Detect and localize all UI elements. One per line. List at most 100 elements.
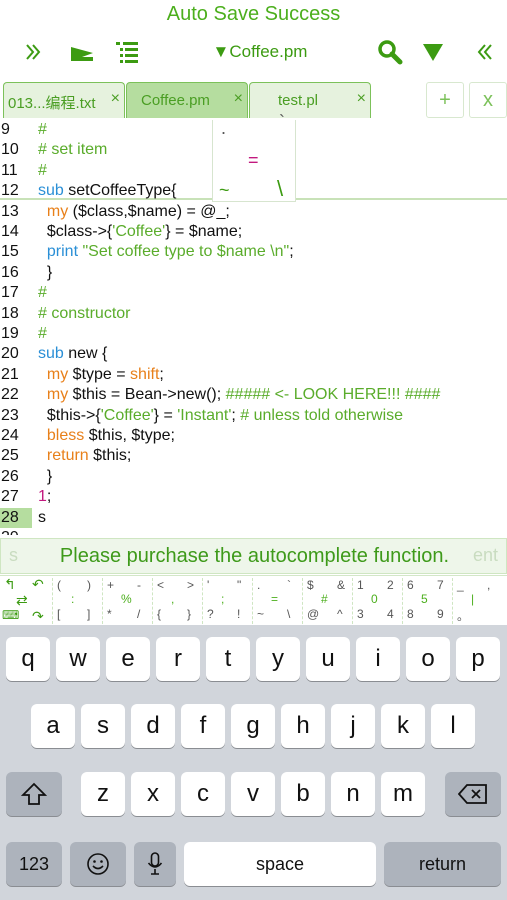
code-text[interactable]: print "Set coffee type to $name \n"; — [38, 242, 294, 262]
symbol-key[interactable]: .`=~\ — [252, 578, 300, 624]
key-v[interactable]: v — [231, 772, 275, 816]
key-s[interactable]: s — [81, 704, 125, 748]
code-text[interactable]: # — [38, 283, 47, 303]
code-line[interactable]: 24 bless $this, $type; — [0, 426, 507, 446]
code-line[interactable]: 15 print "Set coffee type to $name \n"; — [0, 242, 507, 262]
code-text[interactable]: my $this = Bean->new(); ##### <- LOOK HE… — [38, 385, 441, 405]
tab-key-icon[interactable]: ⇄ — [16, 592, 28, 608]
code-line[interactable]: 19# — [0, 324, 507, 344]
key-d[interactable]: d — [131, 704, 175, 748]
code-line[interactable]: 26 } — [0, 467, 507, 487]
popup-symbol[interactable]: \ — [277, 176, 284, 201]
symbol-key[interactable]: '";?! — [202, 578, 250, 624]
code-text[interactable]: # — [38, 324, 47, 344]
popup-symbol[interactable]: . — [221, 118, 227, 138]
microphone-icon[interactable] — [134, 842, 176, 886]
tab-coffee-pm[interactable]: Coffee.pm × — [126, 82, 248, 118]
symbol-key[interactable]: ():[] — [52, 578, 100, 624]
code-text[interactable]: $class->{'Coffee'} = $name; — [38, 222, 242, 242]
chevron-double-left-icon[interactable] — [470, 32, 500, 72]
key-q[interactable]: q — [6, 637, 50, 681]
tab-close-icon[interactable]: × — [233, 90, 243, 107]
key-h[interactable]: h — [281, 704, 325, 748]
numbers-key[interactable]: 123 — [6, 842, 62, 886]
key-t[interactable]: t — [206, 637, 250, 681]
undo-icon[interactable]: ↰ — [4, 576, 16, 592]
autocomplete-bar[interactable]: s ent Please purchase the autocomplete f… — [0, 538, 507, 574]
close-all-tabs-button[interactable]: x — [469, 82, 507, 118]
symbol-key[interactable]: +-%*/ — [102, 578, 150, 624]
space-key[interactable]: space — [184, 842, 376, 886]
code-text[interactable]: # constructor — [38, 304, 130, 324]
code-line[interactable]: 21 my $type = shift; — [0, 365, 507, 385]
code-line[interactable]: 18# constructor — [0, 304, 507, 324]
key-y[interactable]: y — [256, 637, 300, 681]
key-e[interactable]: e — [106, 637, 150, 681]
file-title-dropdown[interactable]: ▼Coffee.pm — [212, 42, 308, 61]
key-n[interactable]: n — [331, 772, 375, 816]
tab-close-icon[interactable]: × — [356, 90, 366, 107]
symbol-popup[interactable]: . ` = ~ \ — [212, 112, 296, 202]
code-line[interactable]: 17# — [0, 283, 507, 303]
play-icon[interactable] — [64, 32, 100, 72]
list-indent-icon[interactable] — [112, 32, 142, 72]
code-text[interactable]: sub setCoffeeType{ — [38, 181, 176, 201]
key-w[interactable]: w — [56, 637, 100, 681]
keyboard-icon[interactable]: ⌨ — [2, 608, 20, 622]
key-j[interactable]: j — [331, 704, 375, 748]
popup-symbol[interactable]: ~ — [219, 180, 230, 200]
popup-symbol[interactable]: = — [248, 150, 259, 170]
key-u[interactable]: u — [306, 637, 350, 681]
key-k[interactable]: k — [381, 704, 425, 748]
key-l[interactable]: l — [431, 704, 475, 748]
return-arrow-icon[interactable]: ↷ — [32, 608, 44, 624]
symbol-key[interactable]: <>,{} — [152, 578, 200, 624]
code-line[interactable]: 9# — [0, 120, 507, 140]
tab-close-icon[interactable]: × — [110, 90, 120, 107]
tab-test-pl[interactable]: test.pl × — [249, 82, 371, 118]
tab-013-txt[interactable]: 013...编程.txt × — [3, 82, 125, 118]
key-m[interactable]: m — [381, 772, 425, 816]
key-g[interactable]: g — [231, 704, 275, 748]
key-f[interactable]: f — [181, 704, 225, 748]
emoji-key[interactable] — [70, 842, 126, 886]
add-tab-button[interactable]: + — [426, 82, 464, 118]
code-text[interactable]: # — [38, 161, 47, 181]
code-line[interactable]: 14 $class->{'Coffee'} = $name; — [0, 222, 507, 242]
return-key[interactable]: return — [384, 842, 501, 886]
search-icon[interactable] — [374, 32, 406, 72]
code-line[interactable]: 23 $this->{'Coffee'} = 'Instant'; # unle… — [0, 406, 507, 426]
code-line[interactable]: 10# set item — [0, 140, 507, 160]
down-triangle-icon[interactable] — [418, 32, 448, 72]
symbol-key[interactable]: $&#@^ — [302, 578, 350, 624]
code-text[interactable]: bless $this, $type; — [38, 426, 175, 446]
key-z[interactable]: z — [81, 772, 125, 816]
delete-key[interactable] — [445, 772, 501, 816]
code-line[interactable]: 22 my $this = Bean->new(); ##### <- LOOK… — [0, 385, 507, 405]
code-text[interactable]: sub new { — [38, 344, 107, 364]
code-text[interactable]: # set item — [38, 140, 107, 160]
code-line[interactable]: 13 my ($class,$name) = @_; — [0, 202, 507, 222]
code-line[interactable]: 16 } — [0, 263, 507, 283]
key-i[interactable]: i — [356, 637, 400, 681]
key-p[interactable]: p — [456, 637, 500, 681]
autocomplete-purchase-message[interactable]: Please purchase the autocomplete functio… — [59, 545, 450, 567]
code-text[interactable]: $this->{'Coffee'} = 'Instant'; # unless … — [38, 406, 403, 426]
key-c[interactable]: c — [181, 772, 225, 816]
popup-symbol[interactable]: ` — [279, 112, 285, 132]
key-r[interactable]: r — [156, 637, 200, 681]
code-line[interactable]: 25 return $this; — [0, 446, 507, 466]
code-line[interactable]: 11# — [0, 161, 507, 181]
code-text[interactable]: # — [38, 120, 47, 140]
code-text[interactable]: } — [38, 467, 52, 487]
key-o[interactable]: o — [406, 637, 450, 681]
code-text[interactable]: my $type = shift; — [38, 365, 164, 385]
key-b[interactable]: b — [281, 772, 325, 816]
code-line[interactable]: 29 — [0, 528, 507, 535]
